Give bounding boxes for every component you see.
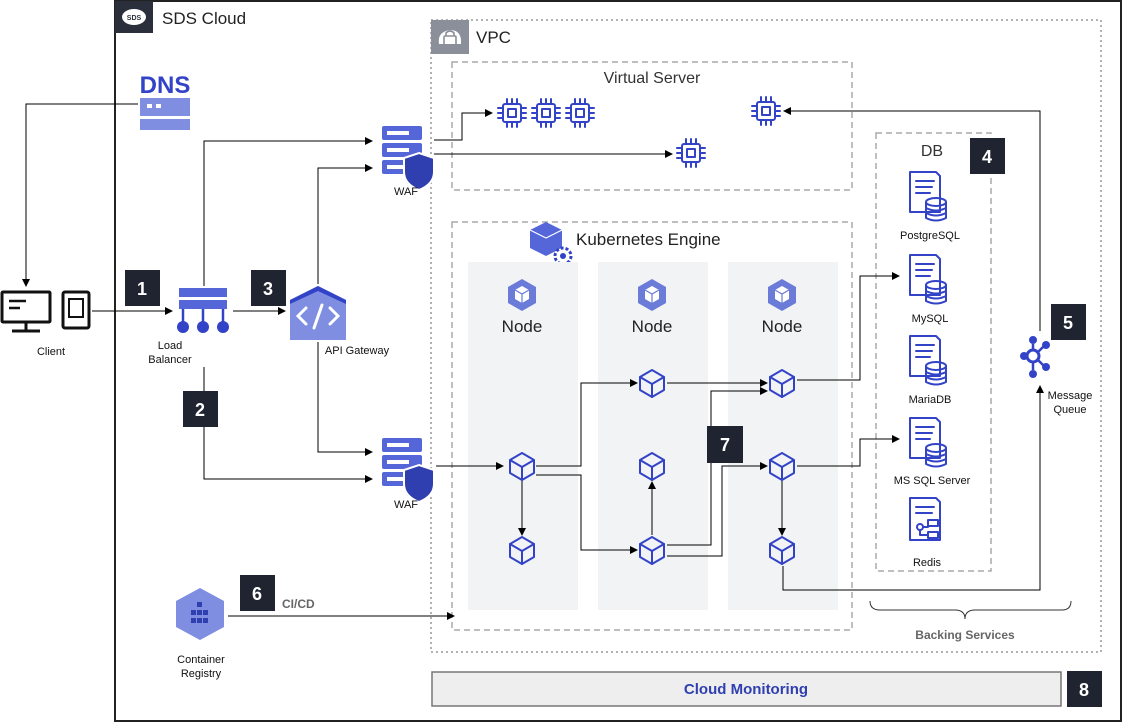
step-badge [240,575,275,611]
backing-services-label: Backing Services [915,628,1015,642]
step-badge [183,391,218,427]
vpc-frame [430,19,1102,653]
db-name-label: MS SQL Server [894,475,971,487]
edge-pod-mq [782,385,1044,591]
message-queue-label: Queue [1053,404,1086,416]
db-name-label: Redis [913,557,942,569]
container-registry-icon [176,588,224,640]
db-name-label: PostgreSQL [900,230,960,242]
edge-pod-pod [667,462,768,557]
step-badges: 1 2 3 4 5 6 7 8 [125,138,1102,707]
step-badge-text: 6 [252,584,262,604]
step-badge-text: 8 [1079,680,1089,700]
vpc-label: VPC [476,28,511,47]
virtual-server-group [451,61,853,191]
db-label: DB [921,143,943,160]
step-badge-text: 5 [1063,313,1073,333]
db-name-label: MySQL [912,313,949,325]
step-badge [1051,304,1086,340]
edge-pod-db [797,435,900,467]
virtual-server-label: Virtual Server [604,70,701,87]
edge-dns-client [22,103,138,287]
edge-api-waf1 [317,164,373,284]
edge-pod-pod [536,379,638,467]
client-icon [0,290,91,333]
cloud-monitoring-bar [431,671,1062,707]
connectors [22,103,1044,620]
api-gateway-icon [290,286,346,340]
step-badge-text: 1 [137,279,147,299]
step-badge [125,270,160,306]
message-queue-icon [1020,336,1050,378]
step-badge-text: 4 [982,147,992,167]
node-label: Node [502,317,543,336]
edge-waf1-vs [434,109,493,141]
cicd-label: CI/CD [282,597,315,611]
api-gateway-label: API Gateway [325,345,390,357]
edge-lb-waf1 [203,137,373,286]
load-balancer-label: Balancer [148,354,192,366]
step-badge [251,270,286,306]
redis-icon [909,497,941,541]
edge-pod-pod [667,387,768,546]
message-queue-label: Message [1048,390,1093,402]
container-registry-label: Container [177,654,225,666]
cloud-monitoring-label: Cloud Monitoring [684,681,808,698]
node-label: Node [632,317,673,336]
edge-api-waf2 [317,342,373,456]
kubernetes-engine-label: Kubernetes Engine [576,230,721,249]
step-badge [970,138,1005,174]
edge-mq-vs [783,107,1041,331]
edge-pod-pod [536,474,638,554]
client-label: Client [37,346,65,358]
waf-label: WAF [394,186,418,198]
step-badge-text: 3 [263,279,273,299]
node-label: Node [762,317,803,336]
sds-logo-text: SDS [127,15,142,22]
load-balancer-label: Load [158,340,182,352]
dns-label: DNS [140,72,191,99]
step-badge-text: 2 [195,400,205,420]
container-registry-label: Registry [181,668,222,680]
step-badge-text: 7 [720,435,730,455]
sds-cloud-title: SDS Cloud [162,9,246,28]
step-badge [707,426,743,463]
db-group [875,132,992,572]
dns-icon [140,98,190,130]
waf-label: WAF [394,499,418,511]
backing-services-brace [869,600,1072,620]
load-balancer-icon [177,288,229,333]
step-badge [1067,671,1102,707]
edge-pod-db [797,272,900,381]
kubernetes-engine-group [451,221,853,631]
db-name-label: MariaDB [909,394,952,406]
